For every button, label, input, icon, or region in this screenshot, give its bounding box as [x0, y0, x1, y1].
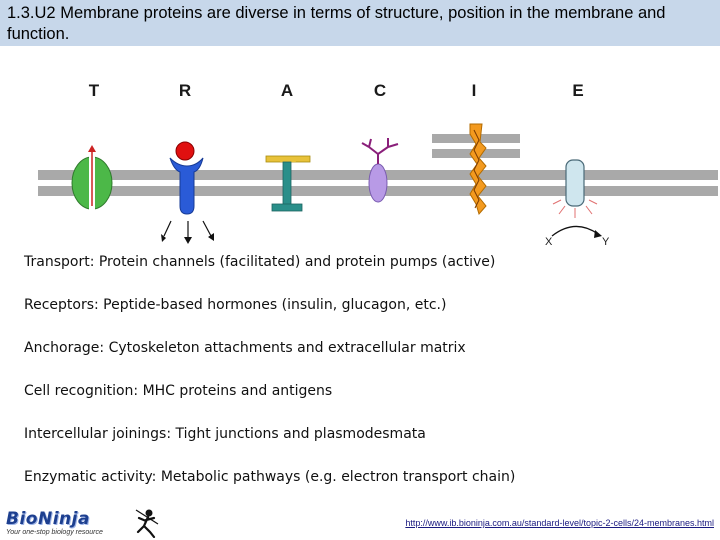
function-anchorage: Anchorage: Cytoskeleton attachments and … [24, 340, 466, 356]
page-title: 1.3.U2 Membrane proteins are diverse in … [7, 4, 666, 43]
brand-name: BioNinja [6, 509, 90, 529]
anchorage-protein [265, 155, 311, 212]
title-bar [0, 0, 720, 46]
function-transport: Transport: Protein channels (facilitated… [24, 254, 496, 270]
transport-protein [71, 145, 113, 210]
substrate-x-label: X [545, 236, 553, 248]
letter-transport: T [89, 81, 100, 100]
letter-anchorage: A [281, 81, 293, 100]
letter-intercellular: I [472, 81, 477, 100]
letter-recognition: C [374, 81, 386, 100]
recognition-glycoprotein [361, 138, 399, 203]
ninja-icon [135, 509, 159, 538]
junction-protein [469, 123, 487, 216]
letter-enzymatic: E [572, 81, 583, 100]
enzyme-protein: X Y [545, 159, 610, 248]
letter-receptor: R [179, 81, 191, 100]
function-enzymatic-activity: Enzymatic activity: Metabolic pathways (… [24, 469, 516, 485]
product-y-label: Y [602, 236, 610, 248]
bioninja-logo: BioNinja Your one-stop biology resource [6, 510, 103, 537]
membrane-protein-diagram: T R A C I E [38, 81, 718, 248]
hormone-molecule [175, 141, 195, 161]
function-cell-recognition: Cell recognition: MHC proteins and antig… [24, 383, 333, 399]
receptor-protein [161, 141, 214, 244]
function-receptors: Receptors: Peptide-based hormones (insul… [24, 297, 447, 313]
brand-tagline: Your one-stop biology resource [6, 529, 103, 536]
source-url-link[interactable]: http://www.ib.bioninja.com.au/standard-l… [405, 518, 714, 528]
function-intercellular-joinings: Intercellular joinings: Tight junctions … [24, 426, 426, 442]
